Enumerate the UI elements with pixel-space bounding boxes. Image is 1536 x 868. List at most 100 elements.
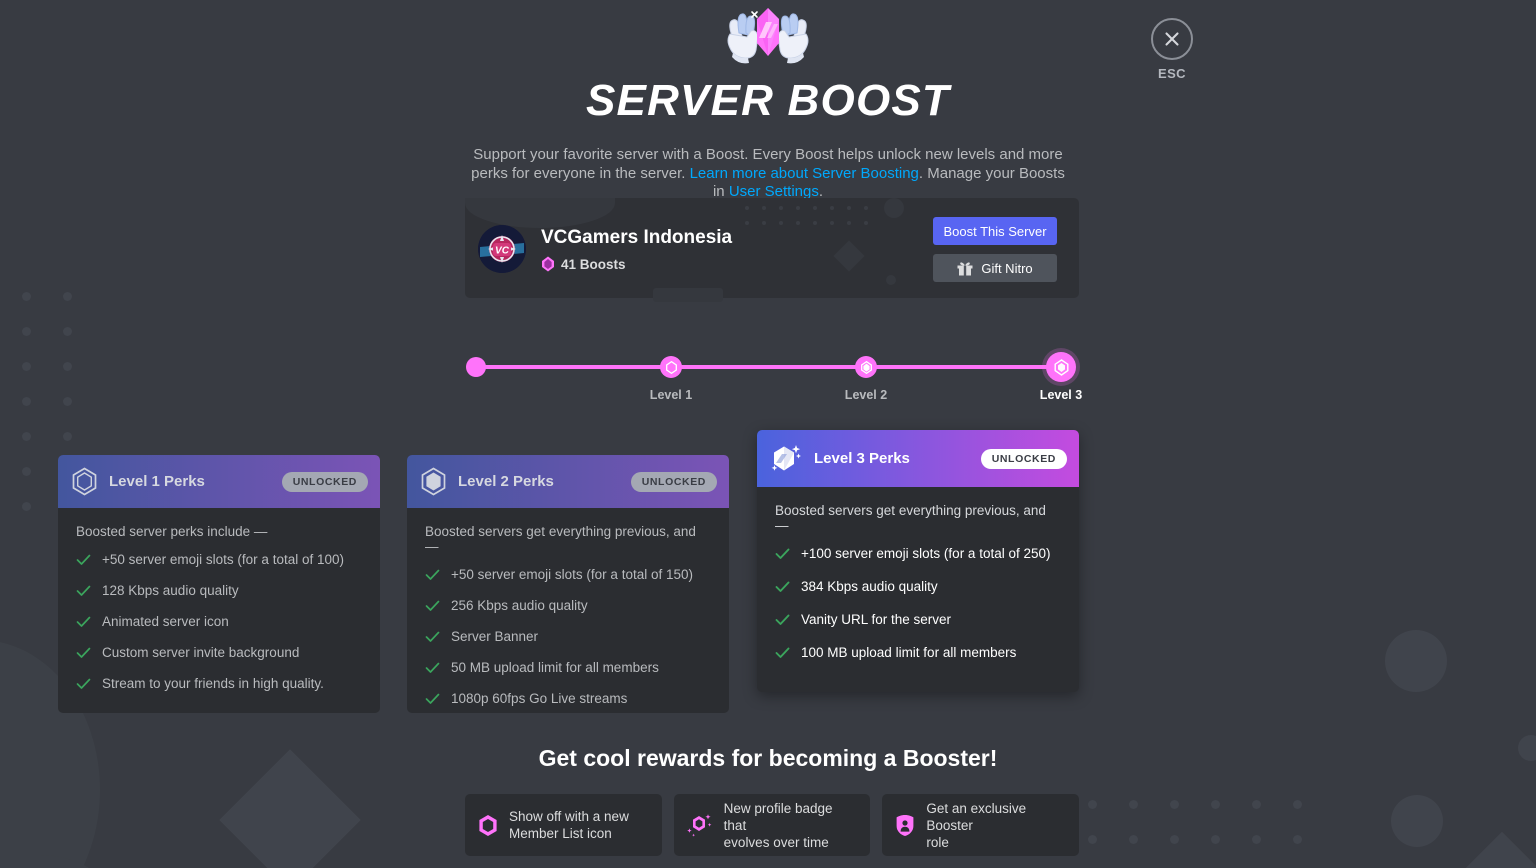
list-item: Vanity URL for the server (775, 611, 1061, 644)
check-icon (775, 547, 790, 564)
check-icon (76, 646, 91, 663)
list-item: 384 Kbps audio quality (775, 578, 1061, 611)
perk-card-title: Level 3 Perks (814, 450, 910, 467)
server-boost-count: 41 Boosts (541, 256, 626, 272)
boost-gem-icon (541, 256, 555, 272)
perk-card-body: Boosted server perks include — +50 serve… (58, 508, 380, 706)
progress-node-level-3[interactable] (1046, 352, 1076, 382)
status-badge: UNLOCKED (630, 471, 717, 492)
decorative-circle (1385, 630, 1447, 692)
perk-text: Server Banner (451, 629, 539, 644)
hero-description: Support your favorite server with a Boos… (468, 146, 1068, 202)
gem-outline-icon (665, 360, 677, 374)
progress-label-level-3: Level 3 (1039, 388, 1083, 402)
perk-card-body: Boosted servers get everything previous,… (407, 508, 729, 713)
learn-more-link[interactable]: Learn more about Server Boosting (689, 164, 919, 182)
perk-list: +50 server emoji slots (for a total of 1… (425, 566, 711, 713)
list-item: 50 MB upload limit for all members (425, 659, 711, 690)
list-item: 100 MB upload limit for all members (775, 644, 1061, 677)
perk-text: 256 Kbps audio quality (451, 598, 588, 613)
reward-card-profile-badge: New profile badge that evolves over time (673, 794, 871, 856)
reward-line-1: Show off with a new (509, 809, 629, 824)
list-item: Server Banner (425, 628, 711, 659)
perk-card-title: Level 2 Perks (458, 473, 554, 490)
perk-text: Stream to your friends in high quality. (102, 676, 324, 691)
list-item: 128 Kbps audio quality (76, 582, 362, 613)
progress-node-level-2[interactable] (855, 356, 877, 378)
list-item: Stream to your friends in high quality. (76, 675, 362, 706)
reward-line-1: New profile badge that (723, 800, 833, 833)
perk-card-header: Level 3 Perks UNLOCKED (757, 430, 1079, 487)
gem-sparkle-icon (1054, 358, 1068, 376)
check-icon (425, 599, 440, 616)
progress-node-start (466, 357, 486, 377)
gift-nitro-button[interactable]: Gift Nitro (933, 254, 1057, 282)
close-icon[interactable] (1151, 18, 1193, 60)
perk-card-level-1: Level 1 Perks UNLOCKED Boosted server pe… (58, 455, 380, 713)
reward-line-1: Get an exclusive Booster (926, 800, 1027, 833)
hero-description-part3: . (818, 183, 824, 200)
booster-shield-icon (895, 814, 915, 837)
perk-text: 384 Kbps audio quality (801, 579, 938, 594)
boost-level-progress: Level 1 Level 2 Level 3 (466, 352, 1082, 415)
decorative-diamond (1456, 831, 1536, 868)
perk-text: 50 MB upload limit for all members (451, 660, 659, 675)
gem-filled-icon (421, 467, 446, 496)
avatar: VC (478, 225, 526, 273)
reward-line-2: Member List icon (509, 826, 612, 841)
perk-card-header: Level 1 Perks UNLOCKED (58, 455, 380, 508)
list-item: +100 server emoji slots (for a total of … (775, 545, 1061, 578)
perk-list: +100 server emoji slots (for a total of … (775, 545, 1061, 677)
status-badge: UNLOCKED (980, 448, 1067, 469)
reward-line-2: role (926, 834, 949, 850)
check-icon (76, 553, 91, 570)
gem-filled-icon (860, 360, 872, 374)
reward-text: Show off with a new Member List icon (509, 808, 629, 842)
list-item: +50 server emoji slots (for a total of 1… (76, 551, 362, 582)
perk-card-title: Level 1 Perks (109, 473, 205, 490)
boost-gem-icon (478, 814, 498, 837)
perk-list: +50 server emoji slots (for a total of 1… (76, 551, 362, 706)
list-item: Animated server icon (76, 613, 362, 644)
list-item: 1080p 60fps Go Live streams (425, 690, 711, 713)
rewards-row: Show off with a new Member List icon New… (465, 794, 1080, 856)
progress-track (476, 365, 1066, 369)
server-name: VCGamers Indonesia (541, 227, 733, 248)
hero-section: SERVER BOOST Support your favorite serve… (0, 0, 1536, 202)
close-button[interactable]: ESC (1148, 18, 1196, 81)
status-badge: UNLOCKED (281, 471, 368, 492)
check-icon (76, 584, 91, 601)
perk-card-body: Boosted servers get everything previous,… (757, 487, 1079, 677)
perk-text: 1080p 60fps Go Live streams (451, 691, 628, 706)
close-icon-glyph (1165, 32, 1179, 46)
list-item: 256 Kbps audio quality (425, 597, 711, 628)
boost-this-server-button[interactable]: Boost This Server (933, 217, 1057, 245)
perk-card-intro: Boosted server perks include — (76, 524, 268, 539)
check-icon (76, 677, 91, 694)
user-settings-link[interactable]: User Settings (728, 183, 819, 200)
esc-label: ESC (1158, 66, 1186, 81)
rewards-title: Get cool rewards for becoming a Booster! (538, 745, 998, 771)
progress-label-level-1: Level 1 (649, 388, 693, 402)
boost-gem-hands-icon (0, 6, 1536, 68)
progress-node-level-1[interactable] (660, 356, 682, 378)
check-icon (425, 692, 440, 709)
perk-text: Custom server invite background (102, 645, 300, 660)
reward-text: Get an exclusive Booster role (926, 800, 1066, 851)
list-item: +50 server emoji slots (for a total of 1… (425, 566, 711, 597)
perk-text: +50 server emoji slots (for a total of 1… (451, 567, 693, 582)
hero-description-part1: Support your favorite server with a Boos… (471, 146, 1063, 182)
perk-card-level-2: Level 2 Perks UNLOCKED Boosted servers g… (407, 455, 729, 713)
check-icon (775, 580, 790, 597)
gift-icon (957, 261, 973, 276)
reward-card-booster-role: Get an exclusive Booster role (882, 794, 1080, 856)
gem-sparkle-icon (771, 443, 802, 474)
list-item: Custom server invite background (76, 644, 362, 675)
decorative-circle (1391, 795, 1443, 847)
perk-text: 128 Kbps audio quality (102, 583, 239, 598)
perk-card-intro: Boosted servers get everything previous,… (425, 524, 696, 554)
gem-outline-icon (72, 467, 97, 496)
perk-card-level-3: Level 3 Perks UNLOCKED Boosted servers g… (757, 430, 1079, 692)
progress-label-level-2: Level 2 (844, 388, 888, 402)
perk-text: 100 MB upload limit for all members (801, 645, 1017, 660)
